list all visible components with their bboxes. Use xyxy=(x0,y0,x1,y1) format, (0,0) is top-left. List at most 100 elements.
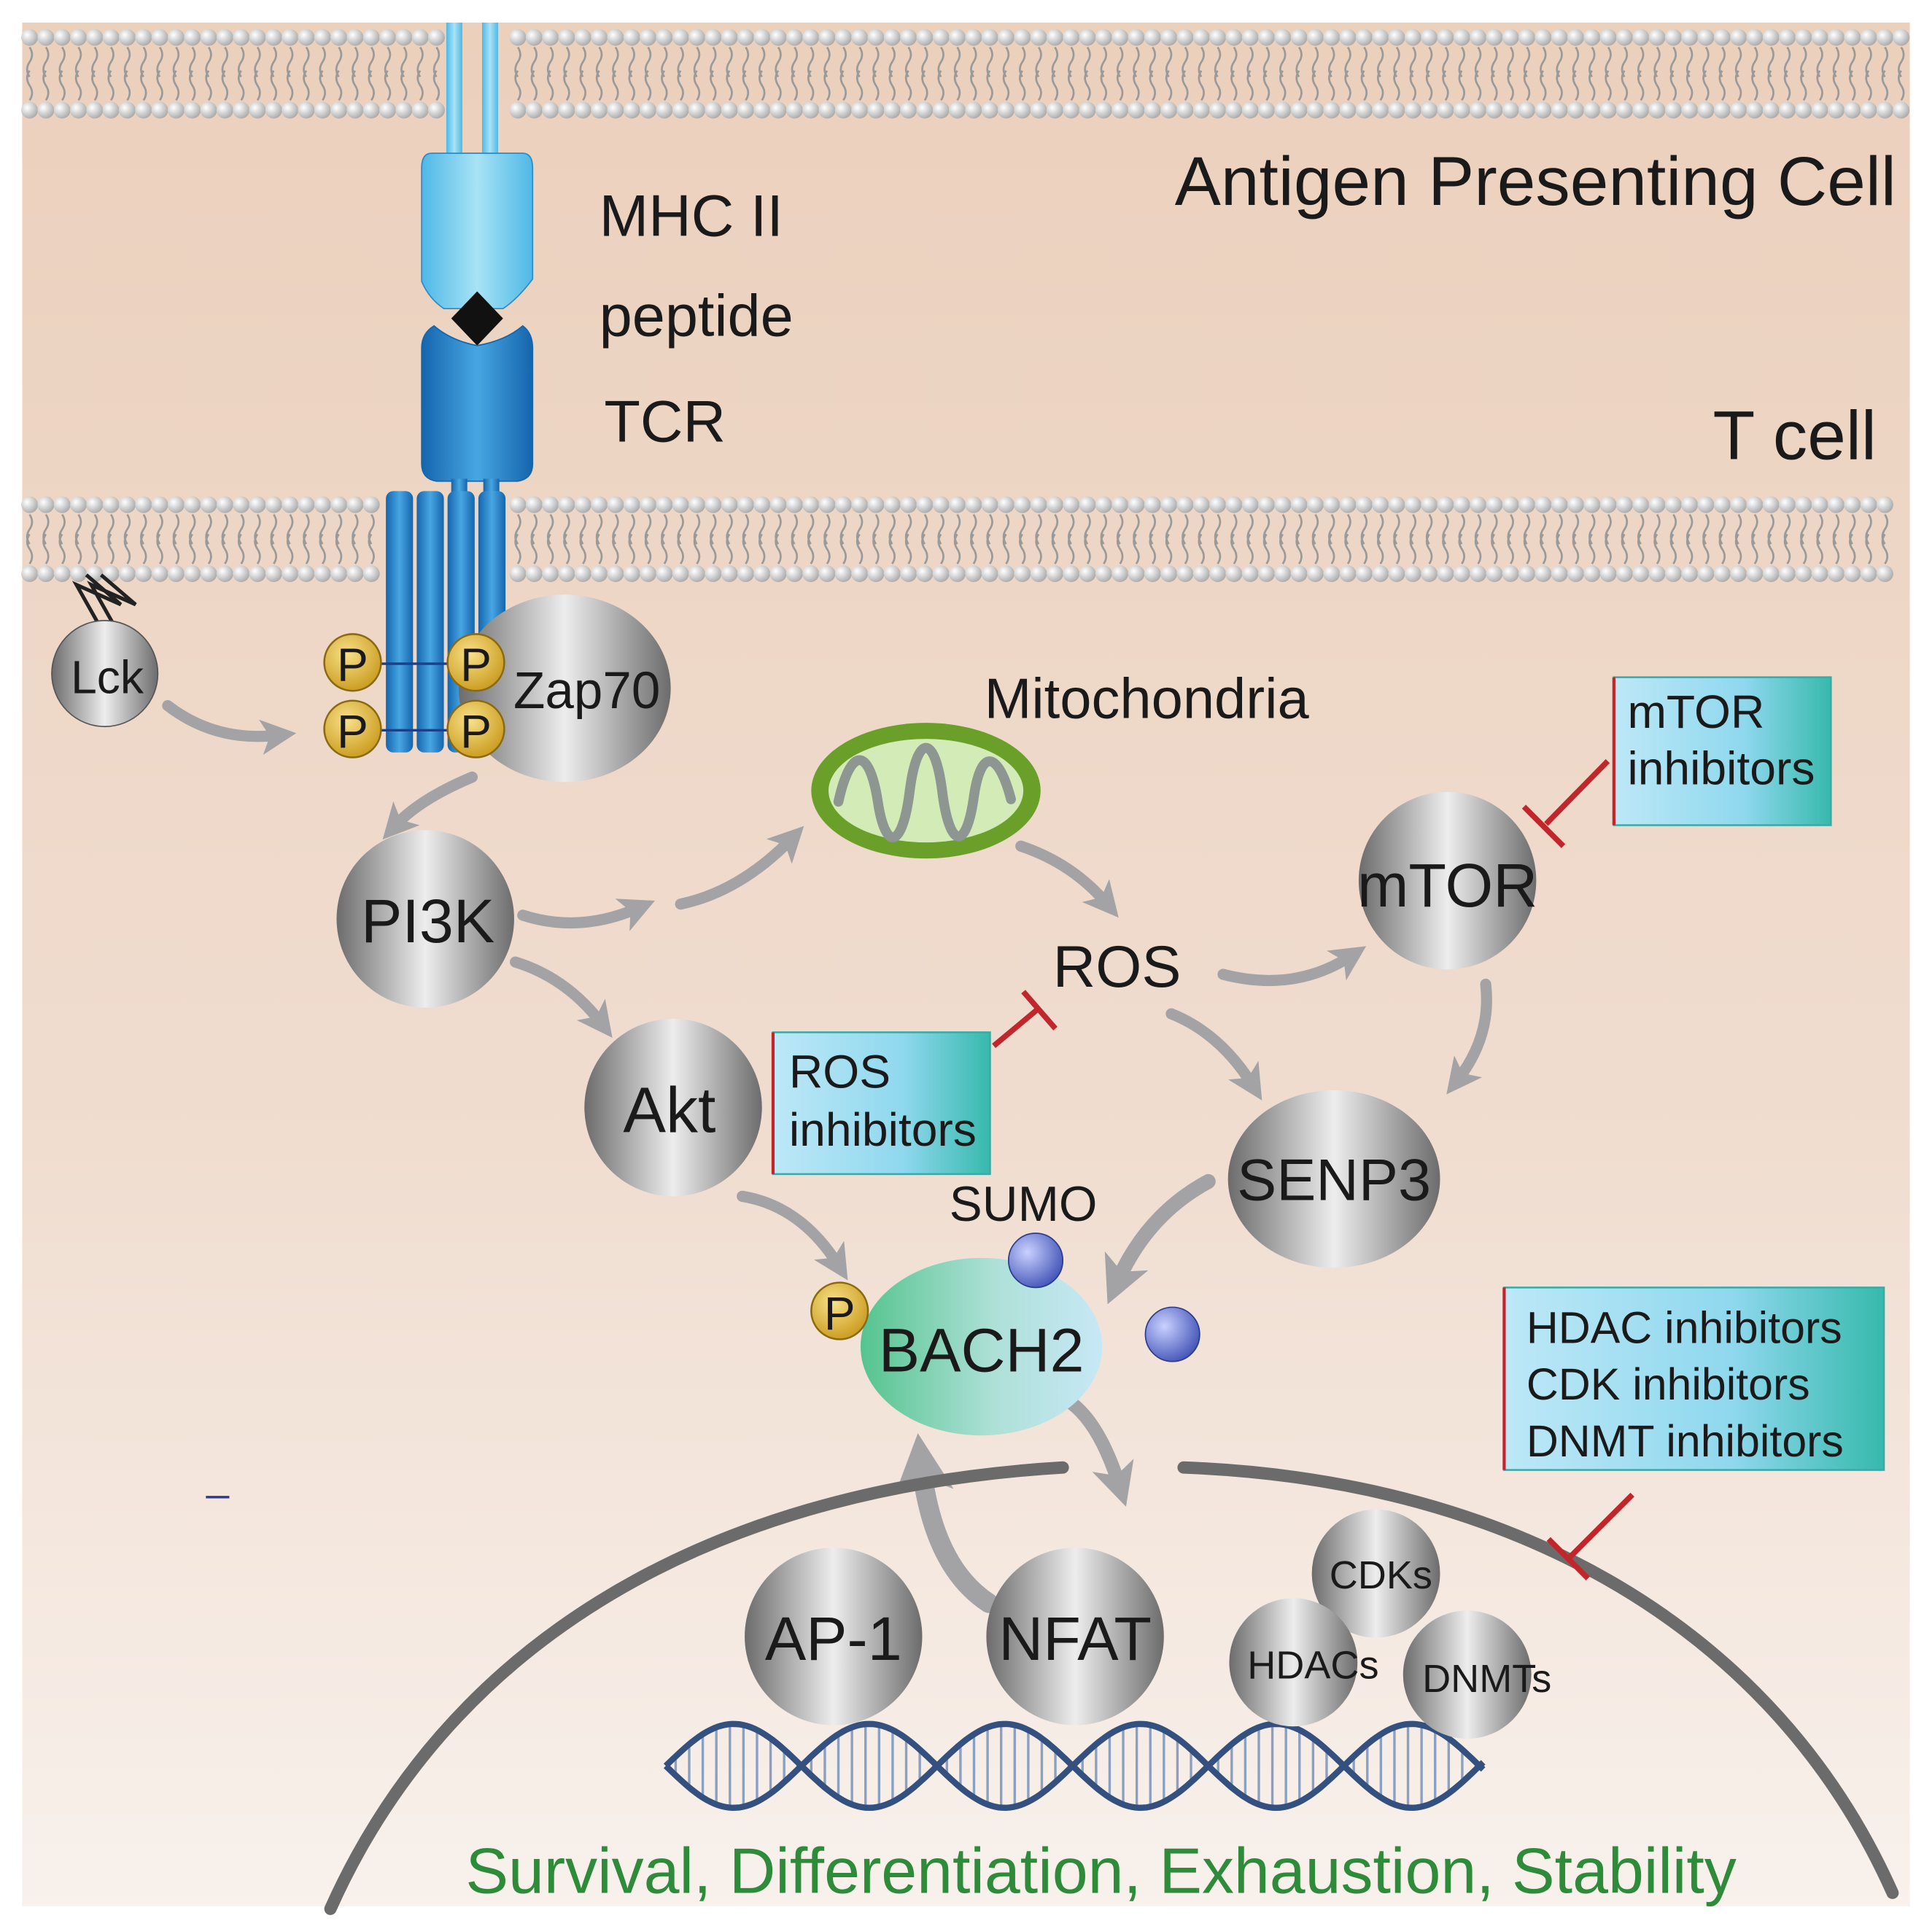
lipid-head xyxy=(1095,28,1112,46)
inhibit-epigenetic xyxy=(1546,1492,1634,1581)
lipid-head xyxy=(1063,565,1080,583)
lipid-head xyxy=(102,101,120,119)
lipid-head xyxy=(1697,496,1715,513)
lipid-head xyxy=(965,496,982,513)
lipid-head xyxy=(883,101,901,119)
lipid-head xyxy=(37,101,55,119)
lipid-head xyxy=(640,101,657,119)
lipid-head xyxy=(591,496,608,513)
lipid-head xyxy=(1290,101,1308,119)
phospho-badge xyxy=(323,699,382,758)
lipid-head xyxy=(1811,28,1828,46)
lipid-head xyxy=(1388,496,1405,513)
lipid-head xyxy=(1713,28,1731,46)
lipid-head xyxy=(558,565,575,583)
lipid-head xyxy=(1746,101,1764,119)
lipid-head xyxy=(249,565,266,583)
lipid-head xyxy=(1453,496,1470,513)
lck-label: Lck xyxy=(71,651,144,704)
lipid-head xyxy=(118,565,136,583)
lipid-head xyxy=(688,565,705,583)
lipid-head xyxy=(1811,496,1828,513)
zap70-label: Zap70 xyxy=(513,662,660,720)
lipid-head xyxy=(53,496,71,513)
lipid-head xyxy=(1860,101,1877,119)
lipid-head xyxy=(379,101,396,119)
lipid-head xyxy=(1323,28,1341,46)
lipid-head xyxy=(1893,101,1910,119)
lipid-head xyxy=(1697,101,1715,119)
lipid-head xyxy=(167,28,185,46)
lipid-head xyxy=(1437,496,1454,513)
phospho-badge xyxy=(323,633,382,692)
nucleus-envelope-right xyxy=(1177,1461,1899,1899)
lipid-head xyxy=(672,101,689,119)
lipid-head xyxy=(509,565,527,583)
zap70-molecule: Zap70 xyxy=(458,594,671,783)
lipid-head xyxy=(1567,28,1584,46)
lipid-head xyxy=(1372,28,1389,46)
arrow-senp3-to-bach2 xyxy=(1104,1173,1216,1305)
lipid-head xyxy=(672,496,689,513)
lipid-head xyxy=(721,496,738,513)
lipid-head xyxy=(1648,496,1666,513)
lipid-head xyxy=(1518,28,1535,46)
lipid-head xyxy=(1746,565,1764,583)
phospho-label: P xyxy=(460,639,492,691)
lipid-head xyxy=(574,101,591,119)
lipid-head xyxy=(721,565,738,583)
lipid-head xyxy=(1063,28,1080,46)
lipid-head xyxy=(37,565,55,583)
lipid-head xyxy=(346,565,364,583)
lipid-head xyxy=(1648,101,1666,119)
lipid-head xyxy=(785,101,803,119)
lipid-head xyxy=(233,496,250,513)
lipid-head xyxy=(1030,496,1047,513)
lipid-head xyxy=(1192,565,1210,583)
lipid-head xyxy=(1762,101,1780,119)
lipid-head xyxy=(1762,565,1780,583)
lipid-head xyxy=(184,565,201,583)
lipid-head xyxy=(1128,101,1145,119)
lipid-head xyxy=(883,28,901,46)
lipid-head xyxy=(1339,28,1357,46)
mhc-ii-molecule xyxy=(421,22,534,310)
lipid-head xyxy=(1453,28,1470,46)
dna-helix xyxy=(663,1720,1486,1812)
lipid-head xyxy=(542,496,559,513)
lipid-head xyxy=(1648,28,1666,46)
lipid-head xyxy=(70,565,88,583)
lipid-head xyxy=(1112,496,1129,513)
lipid-head xyxy=(21,28,39,46)
lipid-head xyxy=(932,496,950,513)
tcell-membrane xyxy=(21,496,1893,583)
lipid-head xyxy=(1697,28,1715,46)
lipid-head xyxy=(1046,101,1063,119)
apc-membrane xyxy=(21,28,1910,119)
lipid-head xyxy=(753,28,771,46)
lipid-head xyxy=(1567,565,1584,583)
lipid-head xyxy=(1225,565,1243,583)
mitochondria-label: Mitochondria xyxy=(985,667,1310,730)
lipid-head xyxy=(640,28,657,46)
lipid-head xyxy=(623,28,640,46)
lipid-head xyxy=(981,496,998,513)
lipid-head xyxy=(916,28,934,46)
lipid-head xyxy=(21,101,39,119)
lipid-head xyxy=(1615,496,1633,513)
lipid-head xyxy=(834,565,852,583)
lipid-head xyxy=(1795,565,1812,583)
lipid-head xyxy=(1876,28,1893,46)
lipid-head xyxy=(932,101,950,119)
lipid-head xyxy=(1730,28,1747,46)
lipid-head xyxy=(1535,496,1552,513)
lipid-head xyxy=(1144,565,1161,583)
lipid-head xyxy=(1893,28,1910,46)
lipid-head xyxy=(282,565,299,583)
lipid-head xyxy=(558,28,575,46)
lipid-head xyxy=(1160,28,1178,46)
lipid-head xyxy=(785,565,803,583)
tcell-label: T cell xyxy=(1712,397,1876,474)
lipid-head xyxy=(37,496,55,513)
